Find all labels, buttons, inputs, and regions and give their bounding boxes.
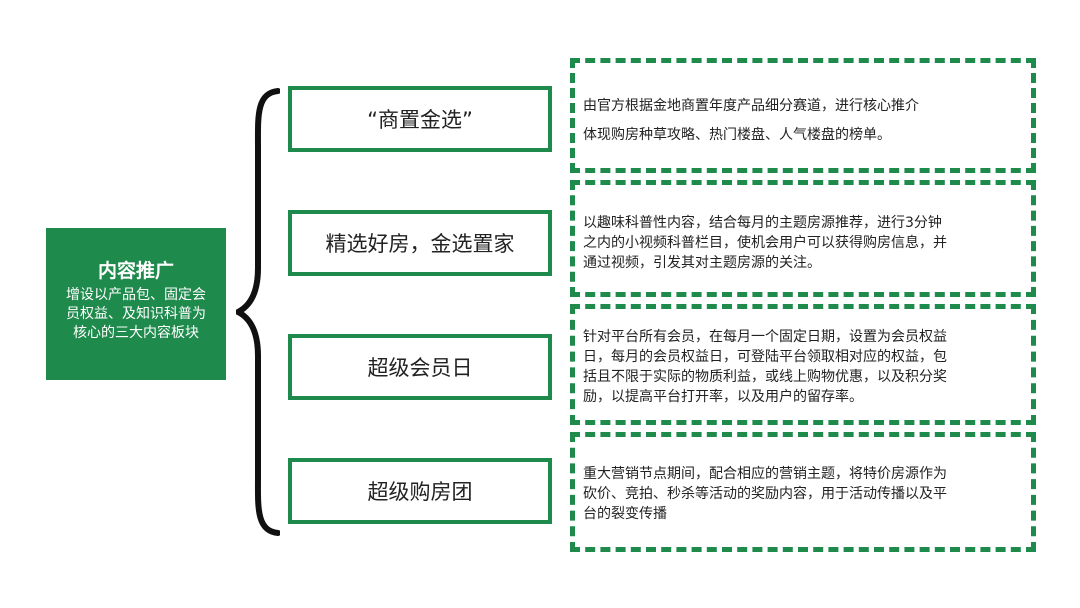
description-line: 日，每月的会员权益日，可登陆平台领取相对应的权益，包	[583, 349, 947, 365]
root-subtitle-line: 员权益、及知识科普为	[66, 306, 206, 322]
curly-brace-path	[236, 88, 280, 536]
description-line: 砍价、竞拍、秒杀等活动的奖励内容，用于活动传播以及平	[583, 486, 947, 502]
description-line: 台的裂变传播	[583, 506, 667, 522]
root-node: 内容推广 增设以产品包、固定会 员权益、及知识科普为 核心的三大内容板块	[46, 228, 226, 380]
description-line: 通过视频，引发其对主题房源的关注。	[583, 255, 821, 271]
branch-label-box: 超级会员日	[288, 334, 552, 400]
branch-description-box: 以趣味科普性内容，结合每月的主题房源推荐，进行3分钟 之内的小视频科普栏目，使机…	[570, 180, 1036, 297]
description-line: 以趣味科普性内容，结合每月的主题房源推荐，进行3分钟	[583, 215, 942, 231]
branch-label-box: “商置金选”	[288, 86, 552, 152]
description-line: 之内的小视频科普栏目，使机会用户可以获得购房信息，并	[583, 235, 947, 251]
description-line: 针对平台所有会员，在每月一个固定日期，设置为会员权益	[583, 329, 947, 345]
branch-label-box: 超级购房团	[288, 458, 552, 524]
curly-brace-connector	[236, 88, 280, 536]
description-line: 体现购房种草攻略、热门楼盘、人气楼盘的榜单。	[583, 127, 891, 143]
branch-description-box: 重大营销节点期间，配合相应的营销主题，将特价房源作为 砍价、竞拍、秒杀等活动的奖…	[570, 432, 1036, 552]
root-subtitle-line: 增设以产品包、固定会	[66, 287, 206, 303]
root-subtitle-line: 核心的三大内容板块	[73, 325, 199, 341]
description-line: 重大营销节点期间，配合相应的营销主题，将特价房源作为	[583, 466, 947, 482]
branch-label-box: 精选好房，金选置家	[288, 210, 552, 276]
branch-description-box: 由官方根据金地商置年度产品细分赛道，进行核心推介 体现购房种草攻略、热门楼盘、人…	[570, 58, 1036, 173]
root-subtitle: 增设以产品包、固定会 员权益、及知识科普为 核心的三大内容板块	[52, 286, 220, 343]
description-line: 由官方根据金地商置年度产品细分赛道，进行核心推介	[583, 98, 919, 114]
description-line: 括且不限于实际的物质利益，或线上购物优惠，以及积分奖	[583, 369, 947, 385]
description-line: 励，以提高平台打开率，以及用户的留存率。	[583, 389, 863, 405]
root-title: 内容推广	[97, 260, 174, 282]
branch-description-box: 针对平台所有会员，在每月一个固定日期，设置为会员权益 日，每月的会员权益日，可登…	[570, 304, 1036, 425]
